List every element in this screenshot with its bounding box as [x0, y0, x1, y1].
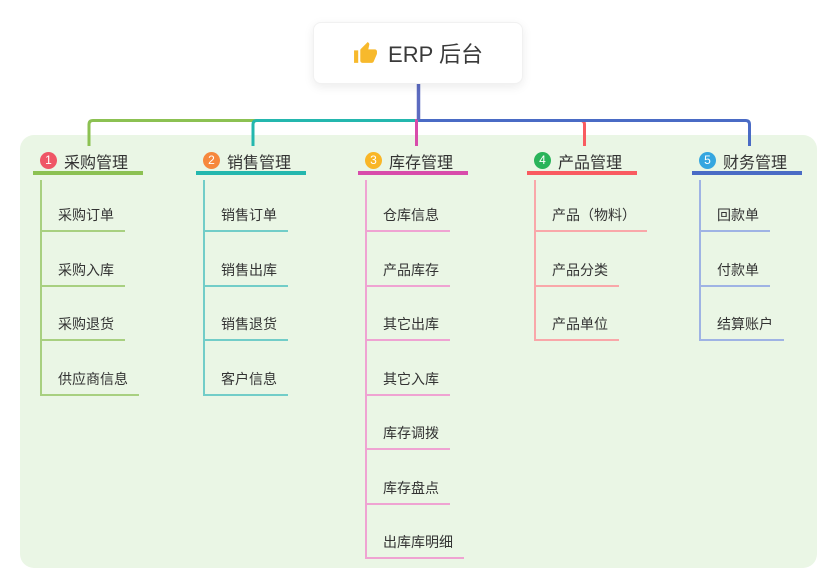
- child-node[interactable]: 产品单位: [534, 305, 619, 341]
- branch-label: 财务管理: [723, 154, 788, 172]
- child-node-label: 结算账户: [717, 316, 773, 332]
- child-node[interactable]: 采购入库: [40, 251, 125, 287]
- child-node-label: 其它入库: [383, 370, 439, 387]
- child-node-label: 供应商信息: [58, 370, 128, 387]
- child-node[interactable]: 采购退货: [40, 305, 125, 341]
- branch-node-4[interactable]: 4 产品管理: [527, 150, 638, 175]
- branch-children-connector: [534, 180, 536, 341]
- child-node-label: 客户信息: [221, 370, 277, 387]
- child-node[interactable]: 库存盘点: [365, 469, 450, 505]
- branch-number-badge: 1: [40, 152, 57, 169]
- child-node[interactable]: 客户信息: [203, 360, 288, 396]
- child-node[interactable]: 产品（物料）: [534, 196, 647, 232]
- branch-node-5[interactable]: 5 财务管理: [692, 150, 803, 175]
- child-node-label: 采购订单: [58, 207, 114, 223]
- child-node[interactable]: 其它入库: [365, 360, 450, 396]
- child-node-label: 其它出库: [383, 316, 439, 332]
- branch-label: 库存管理: [389, 154, 454, 172]
- branch-node-1[interactable]: 1 采购管理: [33, 150, 144, 175]
- child-node-label: 产品单位: [552, 316, 608, 332]
- child-node-label: 回款单: [717, 207, 759, 223]
- child-node-label: 库存盘点: [383, 479, 439, 496]
- branch-children-connector: [40, 180, 42, 396]
- branch-label: 产品管理: [558, 154, 623, 172]
- child-node[interactable]: 销售订单: [203, 196, 288, 232]
- branch-node-2[interactable]: 2 销售管理: [196, 150, 307, 175]
- child-node-label: 采购退货: [58, 316, 114, 332]
- child-node-label: 产品（物料）: [552, 207, 636, 223]
- child-node-label: 销售退货: [221, 316, 277, 332]
- branch-number-badge: 3: [365, 152, 382, 169]
- branch-number-badge: 5: [699, 152, 716, 169]
- branch-label: 销售管理: [227, 154, 292, 172]
- child-node-label: 出库库明细: [383, 534, 453, 550]
- child-node-label: 付款单: [717, 261, 759, 278]
- child-node[interactable]: 销售出库: [203, 251, 288, 287]
- branch-label: 采购管理: [64, 154, 129, 172]
- mindmap-background-panel: [20, 135, 817, 568]
- child-node[interactable]: 回款单: [699, 196, 770, 232]
- child-node-label: 仓库信息: [383, 207, 439, 223]
- child-node-label: 采购入库: [58, 261, 114, 278]
- branch-children-connector: [699, 180, 701, 341]
- branch-number-badge: 4: [534, 152, 551, 169]
- child-node-label: 销售订单: [221, 207, 277, 223]
- child-node[interactable]: 结算账户: [699, 305, 784, 341]
- root-node-erp[interactable]: ERP 后台: [313, 22, 523, 84]
- branch-node-3[interactable]: 3 库存管理: [358, 150, 469, 175]
- branch-children-connector: [203, 180, 205, 396]
- child-node[interactable]: 采购订单: [40, 196, 125, 232]
- child-node[interactable]: 产品库存: [365, 251, 450, 287]
- child-node[interactable]: 销售退货: [203, 305, 288, 341]
- child-node[interactable]: 其它出库: [365, 305, 450, 341]
- branch-number-badge: 2: [203, 152, 220, 169]
- child-node[interactable]: 供应商信息: [40, 360, 139, 396]
- branch-children-connector: [365, 180, 367, 559]
- child-node[interactable]: 库存调拨: [365, 414, 450, 450]
- child-node-label: 产品分类: [552, 261, 608, 278]
- child-node[interactable]: 仓库信息: [365, 196, 450, 232]
- child-node-label: 产品库存: [383, 261, 439, 278]
- thumbs-up-icon: [353, 41, 378, 66]
- child-node[interactable]: 出库库明细: [365, 523, 464, 559]
- root-node-label: ERP 后台: [388, 42, 483, 67]
- child-node[interactable]: 产品分类: [534, 251, 619, 287]
- child-node-label: 销售出库: [221, 261, 277, 278]
- child-node[interactable]: 付款单: [699, 251, 770, 287]
- child-node-label: 库存调拨: [383, 425, 439, 441]
